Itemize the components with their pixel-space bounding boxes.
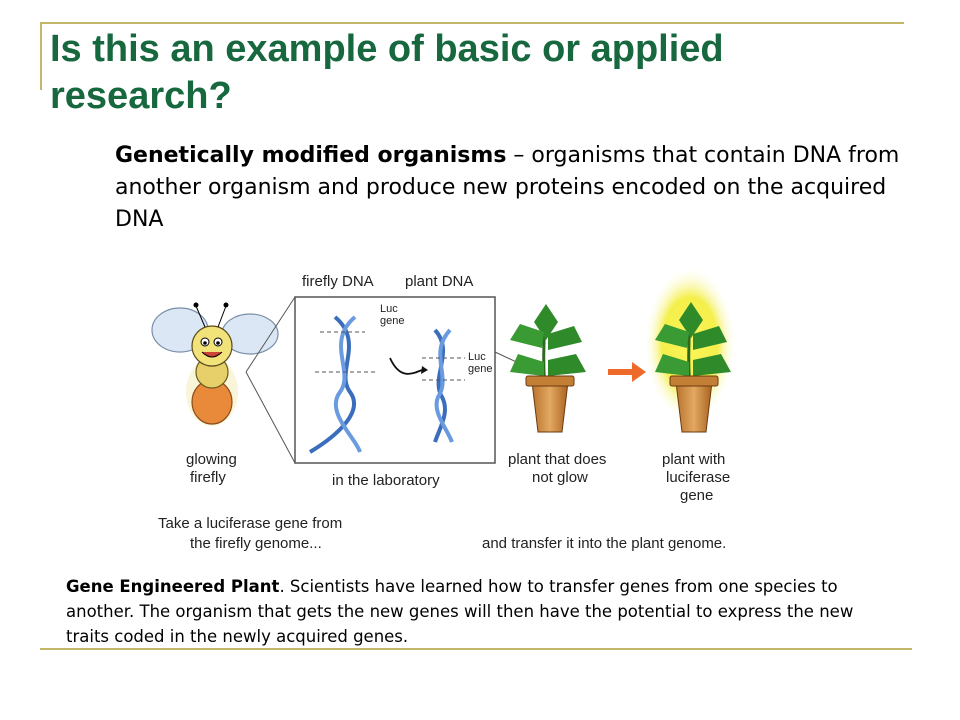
luc-gene-label-1a: Luc [380,303,398,315]
plant-with-label-2: luciferase [666,469,730,486]
transfer-label: and transfer it into the plant genome. [482,535,726,552]
transfer-arrow-small [389,357,423,375]
definition-paragraph: Genetically modified organisms – organis… [115,140,905,236]
transfer-arrow-large [608,362,646,382]
definition-term: Genetically modified organisms [115,143,507,168]
gmo-figure: Luc gene Luc gene firefly DNA plant DNA … [151,266,736,552]
plant-dna-label: plant DNA [405,273,473,290]
luc-gene-label-2b: gene [468,363,492,375]
slide-title: Is this an example of basic or applied r… [50,28,724,117]
glowing-firefly-label-1: glowing [186,451,237,468]
take-gene-label-1: Take a luciferase gene from [158,515,342,532]
plant-no-glow-illustration [510,304,586,433]
laboratory-box [294,296,496,464]
glowing-firefly-label-2: firefly [190,469,226,486]
top-rule [40,22,904,24]
take-gene-label-2: the firefly genome... [190,535,322,552]
plant-no-glow-label-2: not glow [532,469,588,486]
plant-with-label-3: gene [680,487,713,504]
firefly-dna-helix [308,315,375,454]
plant-no-glow-label-1: plant that does [508,451,606,468]
luc-gene-label-2a: Luc [468,351,486,363]
left-rule [40,22,42,90]
glowing-plant-illustration [644,266,736,433]
plant-with-label-1: plant with [662,451,725,468]
caption-paragraph: Gene Engineered Plant. Scientists have l… [66,574,896,649]
caption-text: . Scientists have learned how to transfe… [66,577,854,646]
bottom-rule [40,648,912,650]
in-laboratory-label: in the laboratory [332,472,440,489]
plant-dna-helix [422,328,465,443]
firefly-illustration [151,302,279,426]
luc-gene-label-1b: gene [380,315,404,327]
caption-term: Gene Engineered Plant [66,577,280,596]
firefly-dna-label: firefly DNA [302,273,374,290]
definition-text: – organisms that contain DNA from anothe… [115,143,900,232]
